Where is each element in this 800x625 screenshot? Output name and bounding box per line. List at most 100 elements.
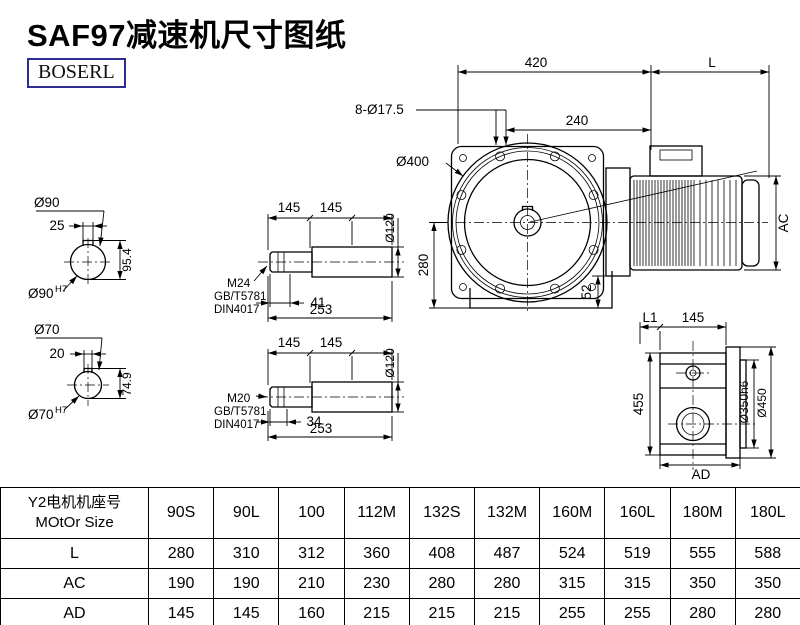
- dim-74-9: 74.9: [120, 372, 134, 396]
- table-col-header: 180M: [669, 487, 736, 539]
- shaft-top-thread: [277, 252, 285, 272]
- table-col-header: 180L: [734, 487, 800, 539]
- dia-400: Ø400: [396, 154, 429, 169]
- shaft-top-thread: M24: [227, 276, 251, 290]
- table-col-header: 90S: [147, 487, 215, 539]
- table-cell: 230: [343, 568, 410, 599]
- dim-145-side: 145: [682, 310, 705, 325]
- dim-240: 240: [566, 113, 589, 128]
- dimension-lines: [36, 65, 781, 469]
- shaft-top-253: 253: [310, 302, 333, 317]
- table-cell: 408: [408, 538, 475, 569]
- table-cell: 160: [278, 598, 345, 625]
- shaft-bottom-34: 34: [306, 414, 322, 429]
- table-cell: 255: [604, 598, 671, 625]
- shaft-view-bottom: [269, 381, 393, 413]
- shaft-bottom-thread: [277, 387, 285, 407]
- dim-20: 20: [49, 346, 64, 361]
- fit-90-tol: H7: [55, 284, 67, 295]
- table-cell: 280: [408, 568, 475, 599]
- table-cell: 315: [604, 568, 671, 599]
- table-cell: 524: [539, 538, 606, 569]
- fit-70-tol: H7: [55, 405, 67, 416]
- table-cell: 280: [734, 598, 800, 625]
- bore-view-bottom: [73, 367, 103, 400]
- dia-70: Ø70: [34, 322, 60, 337]
- dimension-labels: 420 L 8-Ø17.5 240 Ø400 280 52 AC L1 145 …: [28, 55, 791, 482]
- bore-view-top: [69, 239, 107, 281]
- table-cell: 487: [473, 538, 541, 569]
- dim-L: L: [708, 55, 716, 70]
- motor-outline: [605, 145, 760, 277]
- table-col-header: 132M: [473, 487, 541, 539]
- front-view-flange: [447, 142, 613, 309]
- table-cell: 555: [669, 538, 736, 569]
- shaft-top-std2: DIN4017: [214, 304, 259, 316]
- table-header-line2: MOtOr Size: [35, 514, 114, 531]
- table-header-motor-size: Y2电机机座号 MOtOr Size: [0, 487, 149, 539]
- table-cell: 210: [278, 568, 345, 599]
- table-cell: 215: [343, 598, 410, 625]
- bolt-callout: 8-Ø17.5: [355, 102, 404, 117]
- table-header-line1: Y2电机机座号: [27, 493, 122, 511]
- shaft-bottom-253: 253: [310, 421, 333, 436]
- table-cell: 312: [278, 538, 345, 569]
- dim-AD: AD: [692, 467, 711, 482]
- table-cell: 310: [213, 538, 280, 569]
- dia-350h6: Ø350h6: [737, 380, 751, 423]
- table-cell: 215: [473, 598, 541, 625]
- centerlines: [64, 134, 768, 470]
- shaft-bottom-std1: GB/T5781: [214, 406, 266, 418]
- shaft-top-41: 41: [310, 295, 325, 310]
- table-cell: 145: [213, 598, 280, 625]
- dim-280: 280: [416, 254, 431, 277]
- motor-fins: [633, 149, 737, 266]
- dim-95-4: 95.4: [120, 248, 134, 272]
- shaft-top-145b: 145: [320, 200, 343, 215]
- front-view-details: [452, 147, 758, 298]
- table-col-header: 160L: [604, 487, 671, 539]
- shaft-top-std1: GB/T5781: [214, 291, 266, 303]
- shaft-view-top: [269, 246, 393, 278]
- dia-450: Ø450: [755, 388, 769, 418]
- table-cell: 190: [213, 568, 280, 599]
- table-cell: 360: [343, 538, 410, 569]
- dim-52: 52: [579, 284, 594, 299]
- dim-25: 25: [49, 218, 64, 233]
- dim-AC: AC: [776, 213, 791, 232]
- table-row-label: L: [0, 538, 149, 569]
- table-col-header: 100: [278, 487, 345, 539]
- table-cell: 190: [147, 568, 215, 599]
- table-cell: 280: [473, 568, 541, 599]
- dim-L1: L1: [642, 310, 657, 325]
- output-side-view: [659, 346, 747, 459]
- table-col-header: 90L: [213, 487, 280, 539]
- dimension-table: Y2电机机座号 MOtOr Size 90S 90L 100 112M 132S…: [0, 487, 800, 625]
- table-cell: 350: [734, 568, 800, 599]
- table-col-header: 160M: [539, 487, 606, 539]
- table-cell: 588: [734, 538, 800, 569]
- page-title: SAF97减速机尺寸图纸: [27, 18, 347, 53]
- table-cell: 519: [604, 538, 671, 569]
- table-cell: 280: [147, 538, 215, 569]
- dia-90: Ø90: [34, 195, 60, 210]
- dim-455: 455: [631, 393, 646, 416]
- table-cell: 255: [539, 598, 606, 625]
- table-col-header: 132S: [408, 487, 475, 539]
- table-cell: 315: [539, 568, 606, 599]
- table-row-label: AD: [0, 598, 149, 625]
- dim-420: 420: [525, 55, 548, 70]
- table-col-header: 112M: [343, 487, 410, 539]
- shaft-bottom-145a: 145: [278, 335, 301, 350]
- table-cell: 280: [669, 598, 736, 625]
- shaft-top-145a: 145: [278, 200, 301, 215]
- shaft-bottom-std2: DIN4017: [214, 419, 259, 431]
- shaft-bottom-thread: M20: [227, 391, 251, 405]
- table-cell: 350: [669, 568, 736, 599]
- brand-logo: BOSERL: [27, 58, 126, 88]
- shaft-top-dia120: Ø120: [383, 213, 397, 243]
- fit-90: Ø90: [28, 286, 54, 301]
- fit-70: Ø70: [28, 407, 54, 422]
